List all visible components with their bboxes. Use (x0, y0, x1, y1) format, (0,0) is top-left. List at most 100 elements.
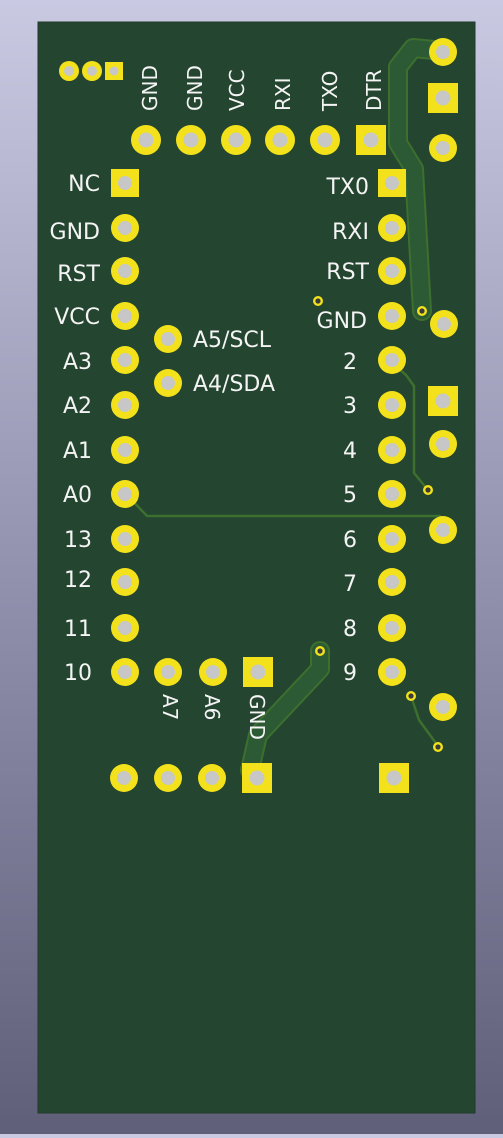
label-a4-sda: A4/SDA (193, 372, 275, 397)
pad-left-7 (111, 436, 139, 464)
pad-a5-scl (154, 325, 182, 353)
label-left-rst: RST (57, 262, 100, 287)
via-layer (313, 296, 443, 752)
pad-left-9 (111, 525, 139, 553)
via-dtr (417, 306, 427, 316)
pad-left-12 (111, 658, 139, 686)
pad-right-7 (378, 436, 406, 464)
label-top-row-txo: TXO (318, 71, 342, 112)
pad-a6 (199, 658, 227, 686)
label-right-6: 6 (343, 528, 357, 553)
pad-conn-mid-2 (428, 386, 458, 416)
pad-left-11 (111, 614, 139, 642)
pad-top-row-1 (131, 125, 161, 155)
pad-bottom-1 (110, 764, 138, 792)
silkscreen-layer: GND GND VCC RXI TXO DTR NC GND RST VCC A… (50, 65, 386, 740)
pad-conn-mid-3 (429, 430, 457, 458)
pad-right-8 (378, 480, 406, 508)
pad-right-4 (378, 302, 406, 330)
pad-right-2 (378, 214, 406, 242)
pad-right-10 (378, 568, 406, 596)
pad-small-header-1 (59, 61, 79, 81)
pad-left-2 (111, 214, 139, 242)
pad-right-11 (378, 614, 406, 642)
label-bottom-gnd: GND (245, 694, 269, 740)
label-right-8: 8 (343, 617, 357, 642)
pad-small-header-3 (105, 62, 123, 80)
label-top-row-dtr: DTR (362, 69, 386, 111)
trace-dtr-core (390, 40, 452, 319)
label-right-rst: RST (326, 260, 369, 285)
label-right-9: 9 (343, 661, 357, 686)
pad-top-row-5 (310, 125, 340, 155)
pad-top-row-2 (176, 125, 206, 155)
pad-right-5 (378, 346, 406, 374)
label-bottom-a6: A6 (200, 694, 224, 720)
pad-right-6 (378, 391, 406, 419)
pad-conn-mid-1 (430, 310, 458, 338)
via-d9-bottom (433, 742, 443, 752)
label-right-3: 3 (343, 394, 357, 419)
pad-bottom-5 (379, 763, 409, 793)
label-top-row-gnd-1: GND (138, 65, 162, 111)
trace-d2 (390, 361, 430, 492)
label-right-rxi: RXI (332, 220, 369, 245)
pad-conn-top-2 (428, 83, 458, 113)
label-left-12: 12 (64, 568, 92, 593)
pad-layer (59, 38, 458, 793)
pad-top-row-6 (356, 125, 386, 155)
pad-top-row-3 (221, 125, 251, 155)
trace-d9 (409, 694, 440, 748)
pad-small-header-2 (82, 61, 102, 81)
board-substrate (37, 21, 476, 1114)
via-d2 (423, 485, 433, 495)
pad-right-1 (378, 169, 406, 197)
pad-a4-sda (154, 369, 182, 397)
pad-conn-top-3 (429, 134, 457, 162)
label-right-tx0: TX0 (325, 175, 369, 200)
label-left-gnd: GND (50, 220, 100, 245)
pad-a7 (154, 658, 182, 686)
label-top-row-rxi: RXI (271, 78, 295, 112)
pad-conn-top-1 (429, 38, 457, 66)
pad-left-4 (111, 302, 139, 330)
label-right-5: 5 (343, 483, 357, 508)
label-right-7: 7 (343, 572, 357, 597)
pad-right-12 (378, 658, 406, 686)
pad-left-10 (111, 568, 139, 596)
pad-bottom-4 (242, 763, 272, 793)
label-left-nc: NC (68, 172, 100, 197)
label-left-a1: A1 (63, 439, 92, 464)
pad-right-9 (378, 525, 406, 553)
pad-conn-low (429, 693, 457, 721)
pad-left-5 (111, 346, 139, 374)
pad-gnd-bottom (243, 657, 273, 687)
pad-left-3 (111, 257, 139, 285)
label-left-a2: A2 (63, 394, 92, 419)
label-left-vcc: VCC (54, 305, 100, 330)
pad-left-8 (111, 480, 139, 508)
pad-left-6 (111, 391, 139, 419)
pad-left-1 (111, 169, 139, 197)
copper-traces (123, 38, 454, 780)
label-left-a0: A0 (63, 483, 92, 508)
label-bottom-a7: A7 (158, 694, 182, 720)
label-right-2: 2 (343, 350, 357, 375)
label-left-13: 13 (64, 528, 92, 553)
via-gnd-right (313, 296, 323, 306)
via-gnd-bottom (315, 646, 325, 656)
pad-conn-a0 (429, 516, 457, 544)
label-right-4: 4 (343, 439, 357, 464)
trace-gnd-core (242, 643, 328, 778)
pad-right-3 (378, 257, 406, 285)
label-a5-scl: A5/SCL (193, 328, 272, 353)
label-top-row-vcc: VCC (225, 69, 249, 111)
pad-bottom-2 (154, 764, 182, 792)
label-left-11: 11 (64, 617, 92, 642)
pad-top-row-4 (265, 125, 295, 155)
label-left-10: 10 (64, 661, 92, 686)
via-d9-top (406, 691, 416, 701)
pad-bottom-3 (198, 764, 226, 792)
